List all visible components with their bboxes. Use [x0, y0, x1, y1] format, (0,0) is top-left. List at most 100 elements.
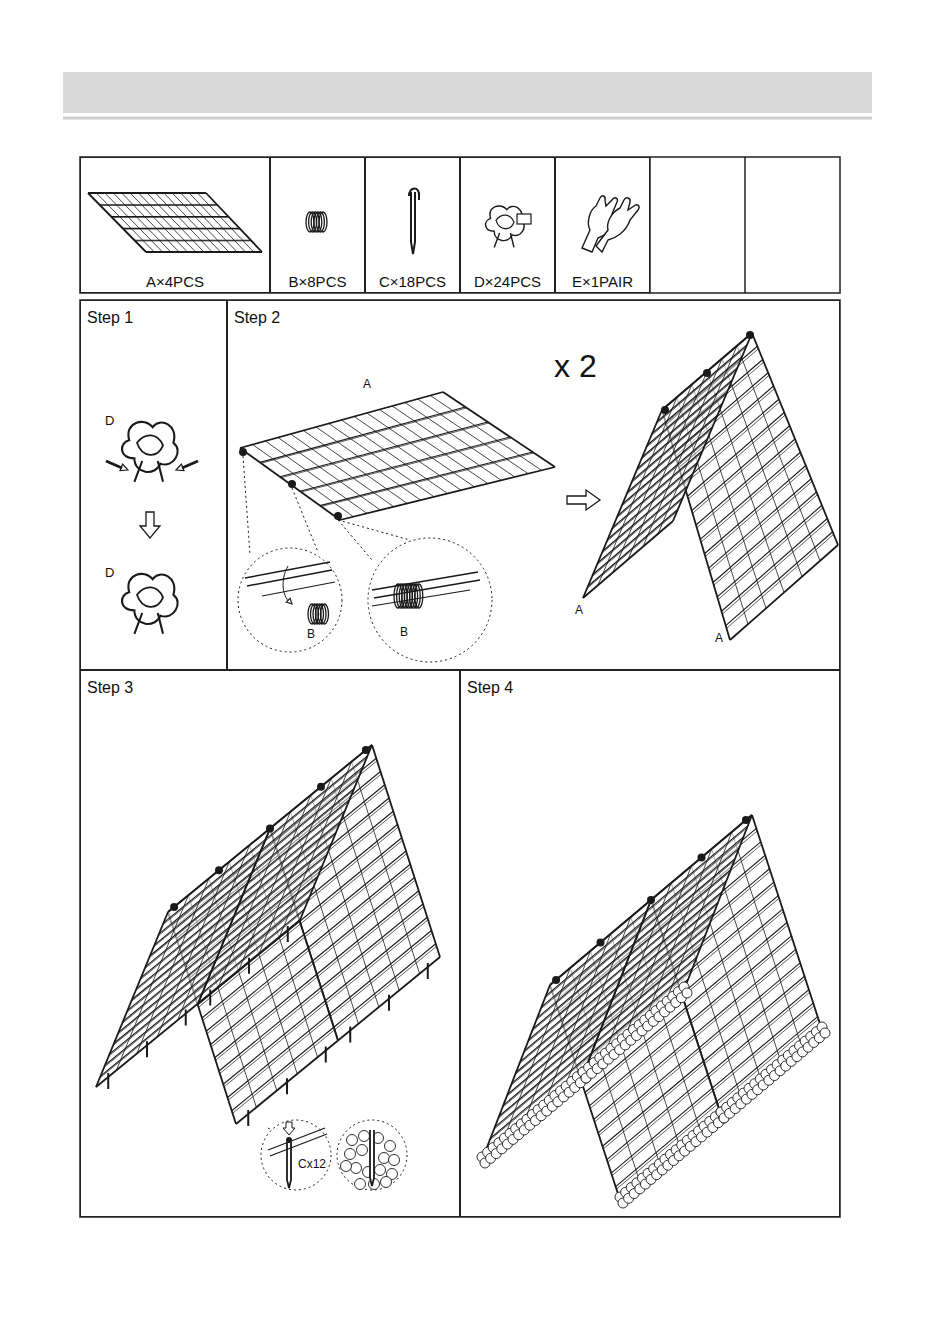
mesh-panel	[240, 392, 555, 520]
mesh-wire	[88, 193, 146, 252]
mesh-wire	[502, 1022, 603, 1107]
mesh-wire	[623, 427, 713, 504]
mesh-wire	[325, 917, 427, 1001]
clip-fastener	[122, 574, 178, 634]
frame-bar	[245, 562, 330, 578]
empty-cell-divider	[744, 157, 746, 293]
pebble	[381, 1177, 392, 1188]
clip-body	[496, 215, 514, 229]
mesh-wire	[100, 205, 218, 206]
part-callout: A	[714, 632, 724, 644]
mesh-wire	[155, 193, 212, 252]
mesh-wire	[646, 371, 736, 448]
mesh-wire	[607, 465, 697, 542]
pebble	[351, 1163, 362, 1174]
parts-table-frame	[80, 157, 840, 293]
mesh-wire	[494, 1044, 595, 1129]
panel-fill	[482, 900, 651, 1160]
mesh-wire	[599, 1050, 700, 1135]
mesh-wire	[322, 907, 424, 991]
stake	[325, 1047, 327, 1063]
stake	[287, 1142, 291, 1188]
mesh-wire	[712, 1003, 813, 1088]
mesh-wire	[709, 479, 811, 568]
mesh-wire	[657, 345, 747, 422]
mesh-wire	[632, 404, 722, 481]
clip-tag	[517, 214, 531, 224]
pebble-roll	[682, 988, 692, 998]
detail-circle	[238, 548, 342, 652]
mesh-wire	[583, 521, 673, 598]
coil-turn	[321, 604, 329, 624]
parts-cell: E×1PAIR	[555, 157, 650, 293]
mesh-wire	[588, 509, 678, 586]
mesh-wire	[482, 1075, 583, 1160]
frame-bar	[247, 570, 332, 586]
mesh-wire	[631, 406, 721, 483]
mesh-wire	[708, 990, 809, 1075]
mesh-wire	[321, 904, 423, 988]
part-label: C×18PCS	[379, 274, 446, 291]
mesh-wire	[697, 442, 796, 528]
mesh-wire	[503, 1020, 604, 1105]
mesh-wire	[704, 976, 805, 1061]
leader-dotted	[338, 520, 372, 560]
part-label: B×8PCS	[289, 274, 347, 291]
detail-circle	[337, 1120, 407, 1190]
mesh-wire	[491, 1053, 592, 1138]
hinge-spring	[647, 896, 655, 904]
mesh-wire	[334, 944, 436, 1028]
mesh-wire	[603, 1061, 704, 1146]
mesh-wire	[135, 240, 251, 241]
hollow-arrow	[567, 490, 600, 510]
mesh-wire	[313, 878, 415, 962]
mesh-wire	[611, 1088, 712, 1173]
mesh-wire	[309, 867, 411, 951]
pebble	[345, 1149, 356, 1160]
hinge-spring	[362, 746, 370, 754]
stake	[409, 189, 419, 255]
mesh-wire	[727, 534, 834, 628]
part-callout: A	[362, 378, 372, 390]
mesh-wire	[617, 441, 707, 518]
hinge-spring	[170, 903, 178, 911]
mesh-wire	[622, 429, 712, 506]
panel-fill	[96, 829, 270, 1088]
mesh-wire	[616, 1104, 717, 1189]
mesh-wire	[236, 1041, 338, 1125]
step-heading: Step 2	[234, 309, 833, 327]
hinge-spring	[698, 854, 706, 862]
part-callout: B	[306, 628, 316, 640]
arrow-head	[286, 598, 292, 604]
clip-tab	[134, 461, 163, 482]
leader-dotted	[292, 488, 318, 552]
mesh-wire	[105, 982, 207, 1066]
mesh-wire	[717, 505, 822, 597]
squeeze-arrow	[106, 461, 122, 468]
mesh-wire	[300, 437, 510, 491]
mesh-wire	[320, 452, 533, 506]
hinge-spring	[703, 369, 711, 377]
panel-fill	[240, 392, 555, 520]
mesh-wire	[326, 920, 428, 1004]
mesh-wire	[603, 1064, 704, 1149]
stake	[427, 963, 429, 979]
mesh-wire	[647, 368, 737, 445]
mesh-wire	[112, 217, 229, 218]
rotation-arrow	[283, 566, 292, 604]
stake	[349, 1026, 351, 1042]
mesh-wire	[713, 492, 817, 583]
gloves-icon	[582, 196, 639, 252]
pebble	[389, 1155, 400, 1166]
mesh-wire	[318, 893, 420, 977]
mesh-wire	[219, 988, 321, 1072]
mesh-wire	[198, 193, 254, 252]
header-rule	[63, 117, 872, 120]
panel-fill	[88, 193, 262, 252]
mesh-wire	[701, 455, 801, 542]
mesh-wire	[594, 1034, 695, 1119]
frame-bar	[268, 1128, 325, 1150]
detail-circle	[261, 1120, 331, 1190]
mesh-wire	[233, 1030, 335, 1114]
